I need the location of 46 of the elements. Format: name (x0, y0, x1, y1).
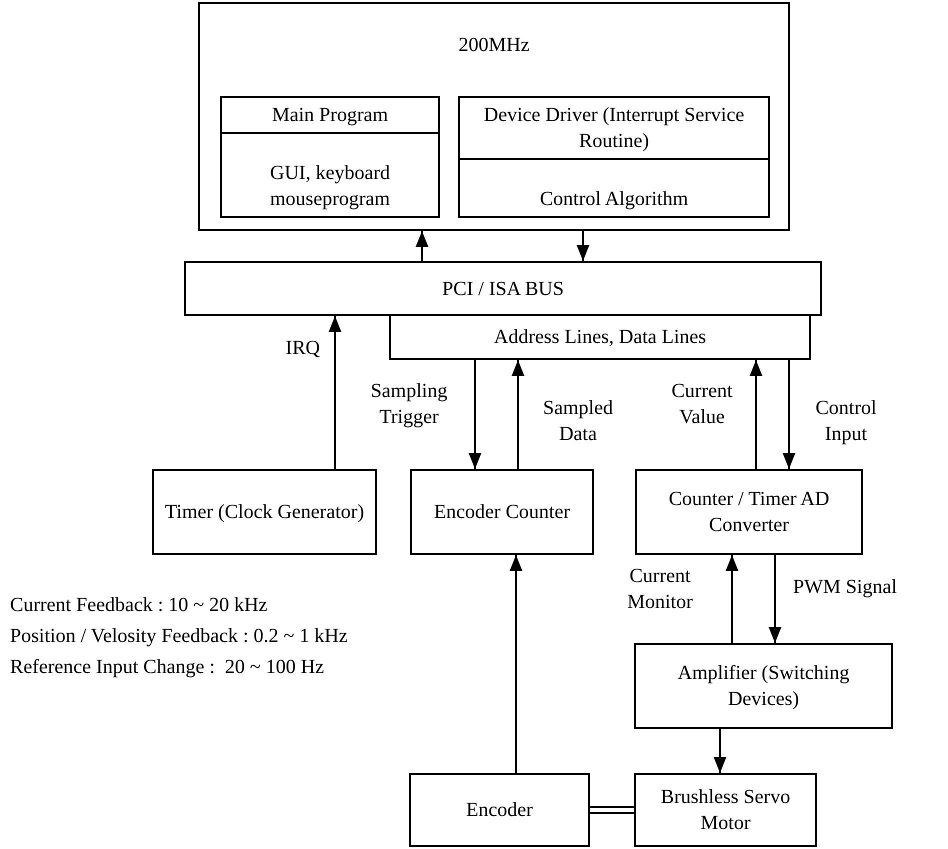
block-box (634, 773, 817, 847)
box-label: Timer (Clock Generator) (164, 500, 366, 525)
note-text: Current Feedback : 10 ~ 20 kHz (10, 593, 268, 618)
box-label: Encoder (465, 798, 534, 823)
arrow (328, 316, 342, 469)
edge-label: Current Monitor (626, 564, 694, 615)
block-box (409, 773, 590, 847)
box-heading: Device Driver (Interrupt Service Routine) (460, 98, 768, 160)
edge-label: IRQ (284, 336, 320, 361)
box-label: Amplifier (Switching Devices) (676, 661, 850, 712)
box-heading: Main Program (222, 98, 438, 134)
arrow (750, 360, 762, 469)
block-box (220, 96, 440, 218)
note-text: Position / Velosity Feedback : 0.2 ~ 1 kHz (10, 624, 348, 649)
shaft-coupling-line (589, 806, 635, 814)
edge-label: Sampled Data (542, 396, 614, 447)
block-box (184, 261, 822, 316)
block-box (410, 469, 594, 555)
computer-title: 200MHz (457, 33, 531, 58)
box-body: Control Algorithm (538, 187, 690, 212)
arrow (782, 360, 796, 469)
edge-label: Sampling Trigger (370, 379, 448, 430)
block-box (152, 469, 377, 555)
note-text: Reference Input Change : 20 ~ 100 Hz (10, 655, 324, 680)
block-box (634, 643, 893, 729)
arrow (576, 231, 590, 261)
edge-label: PWM Signal (793, 575, 898, 600)
arrow (510, 555, 522, 773)
box-label: Brushless Servo Motor (660, 785, 792, 836)
edge-label: Control Input (814, 396, 878, 447)
box-body: GUI, keyboard mouseprogram (269, 161, 391, 212)
box-label: Encoder Counter (432, 500, 572, 525)
block-box (198, 2, 790, 231)
block-box (389, 314, 811, 360)
arrow (416, 231, 428, 261)
box-label: Counter / Timer AD Converter (668, 487, 830, 538)
arrow (468, 360, 482, 469)
edge-label: Current Value (670, 379, 734, 430)
box-label: PCI / ISA BUS (441, 276, 565, 302)
block-box (635, 469, 863, 555)
block-box (458, 96, 770, 218)
arrow (768, 555, 782, 643)
arrow (714, 729, 726, 773)
arrow (726, 555, 738, 643)
arrow (512, 360, 524, 469)
box-label: Address Lines, Data Lines (492, 325, 708, 350)
